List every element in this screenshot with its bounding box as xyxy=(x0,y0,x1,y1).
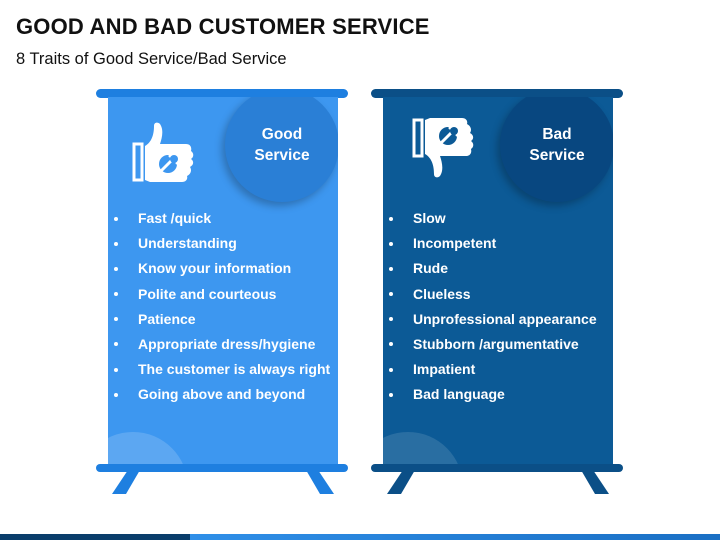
bad-service-heading-circle: Bad Service xyxy=(500,97,613,202)
slide-title: GOOD AND BAD CUSTOMER SERVICE xyxy=(16,14,430,39)
footer-stripe-light xyxy=(190,534,720,540)
good-banner-stand-legs xyxy=(112,470,334,494)
good-banner-decor-arc xyxy=(108,432,188,467)
good-service-list: Fast /quick Understanding Know your info… xyxy=(108,206,330,408)
bad-banner-top-rod xyxy=(371,89,623,98)
good-trait-item: The customer is always right xyxy=(108,357,330,382)
bad-trait-item: Clueless xyxy=(383,282,597,307)
good-service-heading: Good Service xyxy=(254,126,310,164)
good-banner-top-rod xyxy=(96,89,348,98)
footer-stripe xyxy=(0,534,720,540)
slide-subtitle: 8 Traits of Good Service/Bad Service xyxy=(16,50,287,68)
good-trait-item: Patience xyxy=(108,307,330,332)
good-trait-item: Fast /quick xyxy=(108,206,330,231)
good-trait-item: Going above and beyond xyxy=(108,382,330,407)
good-service-heading-circle: Good Service xyxy=(225,97,338,202)
good-banner-bottom-bar xyxy=(96,464,348,472)
good-trait-item: Know your information xyxy=(108,256,330,281)
good-trait-item: Appropriate dress/hygiene xyxy=(108,332,330,357)
bad-trait-item: Slow xyxy=(383,206,597,231)
thumbs-up-wrench-icon xyxy=(132,122,194,182)
bad-trait-item: Stubborn /argumentative xyxy=(383,332,597,357)
good-trait-item: Understanding xyxy=(108,231,330,256)
good-banner-panel: Good Service xyxy=(108,97,338,467)
bad-trait-item: Incompetent xyxy=(383,231,597,256)
bad-trait-item: Unprofessional appearance xyxy=(383,307,597,332)
thumbs-down-wrench-icon xyxy=(412,118,474,178)
bad-trait-item: Rude xyxy=(383,256,597,281)
bad-banner-stand-legs xyxy=(387,470,609,494)
bad-banner-bottom-bar xyxy=(371,464,623,472)
bad-banner-decor-arc xyxy=(383,432,463,467)
good-trait-item: Polite and courteous xyxy=(108,282,330,307)
bad-trait-item: Bad language xyxy=(383,382,597,407)
bad-service-list: Slow Incompetent Rude Clueless Unprofess… xyxy=(383,206,597,408)
bad-banner-panel: Bad Service xyxy=(383,97,613,467)
bad-trait-item: Impatient xyxy=(383,357,597,382)
footer-stripe-dark xyxy=(0,534,190,540)
bad-service-heading: Bad Service xyxy=(529,126,585,164)
